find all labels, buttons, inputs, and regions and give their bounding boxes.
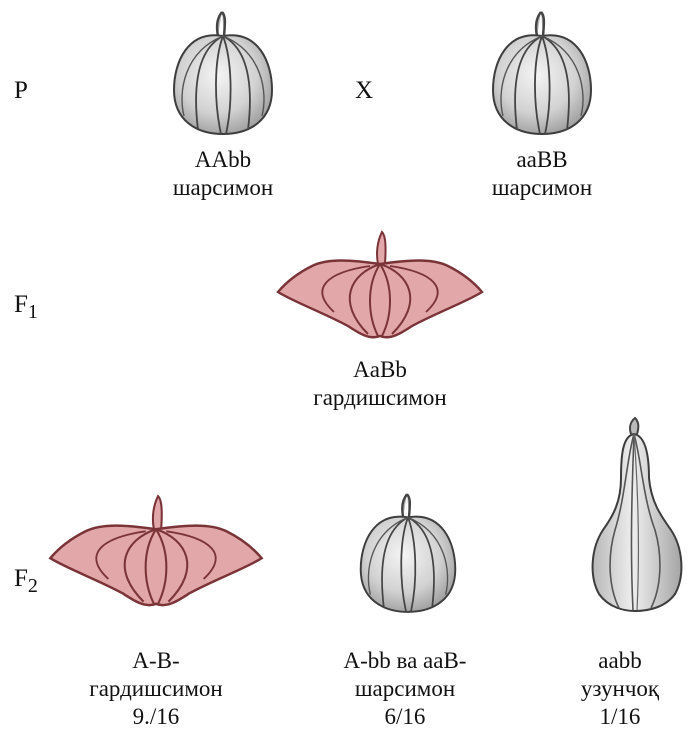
- generation-label-p: P: [14, 78, 28, 103]
- f2-elongated-phenotype: узунчоқ: [560, 675, 680, 703]
- f2-round-ratio: 6/16: [300, 703, 510, 731]
- parent-2-genotype: aaBB: [452, 146, 632, 174]
- parent-2-caption: aaBB шарсимон: [452, 146, 632, 202]
- f1-phenotype: гардишсимон: [280, 384, 480, 412]
- f2-elongated-caption: aabb узунчоқ 1/16: [560, 647, 680, 731]
- generation-label-f1: F1: [14, 292, 38, 322]
- f2-round-phenotype: шарсимон: [300, 675, 510, 703]
- f2-disc-genotype: A-B-: [56, 647, 256, 675]
- f1-genotype: AaBb: [280, 356, 480, 384]
- f2-disc-phenotype: гардишсимон: [56, 675, 256, 703]
- f1-disc-pumpkin-image: [274, 230, 486, 342]
- f2-disc-caption: A-B- гардишсимон 9./16: [56, 647, 256, 731]
- f2-disc-ratio: 9./16: [56, 703, 256, 731]
- f2-elongated-genotype: aabb: [560, 647, 680, 675]
- cross-symbol: X: [355, 78, 373, 103]
- parent-1-round-pumpkin-image: [166, 12, 280, 136]
- parent-1-caption: AAbb шарсимон: [133, 146, 313, 202]
- generation-label-f2: F2: [14, 566, 38, 596]
- f2-round-caption: A-bb ва aaB- шарсимон 6/16: [300, 647, 510, 731]
- f2-elongated-gourd-image: [585, 418, 687, 612]
- f1-caption: AaBb гардишсимон: [280, 356, 480, 412]
- parent-2-round-pumpkin-image: [485, 12, 599, 136]
- f2-disc-pumpkin-image: [46, 494, 266, 610]
- parent-1-phenotype: шарсимон: [133, 174, 313, 202]
- f2-round-genotype: A-bb ва aaB-: [300, 647, 510, 675]
- f2-elongated-ratio: 1/16: [560, 703, 680, 731]
- parent-1-genotype: AAbb: [133, 146, 313, 174]
- parent-2-phenotype: шарсимон: [452, 174, 632, 202]
- f2-round-pumpkin-image: [353, 494, 463, 614]
